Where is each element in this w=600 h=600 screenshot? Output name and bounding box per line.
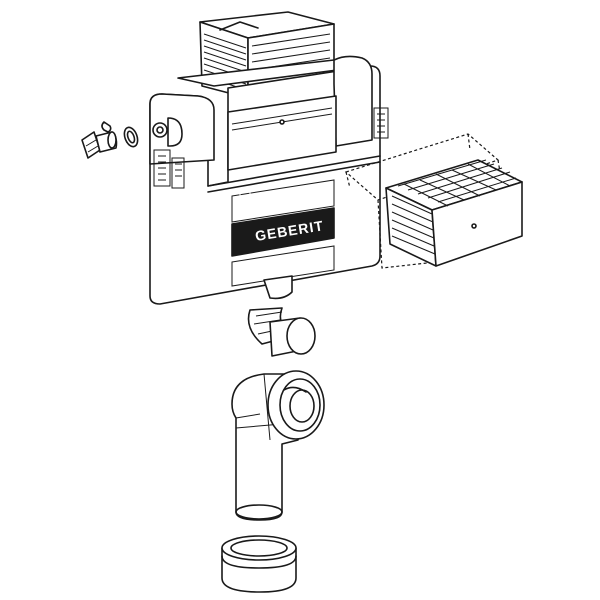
- cistern-body: GEBERIT: [149, 55, 389, 305]
- side-box: [385, 159, 523, 267]
- pipe-coupling: [221, 535, 297, 593]
- o-ring: [123, 126, 139, 148]
- flush-bend-pipe: [231, 370, 325, 521]
- bend-connector: [247, 307, 316, 357]
- phantom-frame: [344, 133, 501, 269]
- valve-part: [81, 121, 118, 159]
